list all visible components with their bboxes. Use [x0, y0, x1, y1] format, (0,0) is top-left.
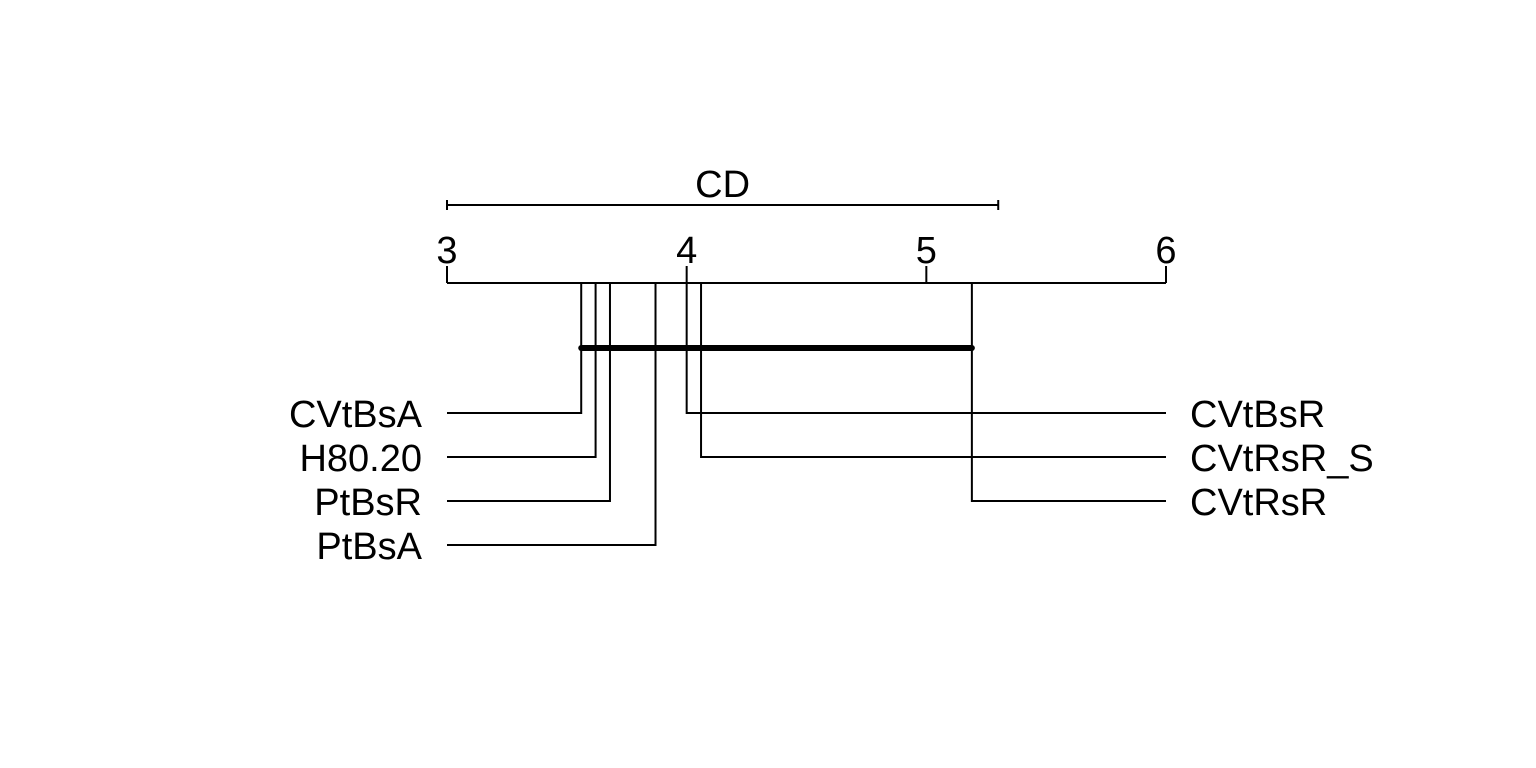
method-connector — [447, 283, 657, 546]
axis-tick-label: 5 — [916, 230, 937, 272]
method-connector — [700, 283, 1166, 458]
axis-tick-label: 4 — [676, 230, 697, 272]
method-label: CVtBsA — [289, 394, 423, 436]
method-left: CVtBsA — [289, 283, 583, 436]
cd-bar: CD — [446, 164, 1000, 210]
axis-ticks: 3 4 5 6 — [436, 230, 1177, 283]
cd-label: CD — [695, 164, 750, 206]
method-left: PtBsA — [316, 283, 657, 568]
axis-tick-label: 6 — [1155, 230, 1176, 272]
method-label: CVtBsR — [1190, 394, 1325, 436]
method-connector — [685, 283, 1166, 414]
method-label: H80.20 — [299, 438, 422, 480]
method-connector — [447, 283, 583, 414]
method-label: PtBsR — [314, 482, 422, 524]
method-label: CVtRsR — [1190, 482, 1327, 524]
method-left: PtBsR — [314, 283, 611, 524]
method-left: H80.20 — [299, 283, 597, 480]
axis-tick-label: 3 — [436, 230, 457, 272]
method-right: CVtBsR — [685, 283, 1325, 436]
method-right: CVtRsR_S — [700, 283, 1374, 480]
method-connector — [970, 283, 1166, 502]
method-connector — [447, 283, 611, 502]
method-right: CVtRsR — [970, 283, 1327, 524]
method-label: CVtRsR_S — [1190, 438, 1374, 480]
method-connector — [447, 283, 597, 458]
method-label: PtBsA — [316, 526, 422, 568]
